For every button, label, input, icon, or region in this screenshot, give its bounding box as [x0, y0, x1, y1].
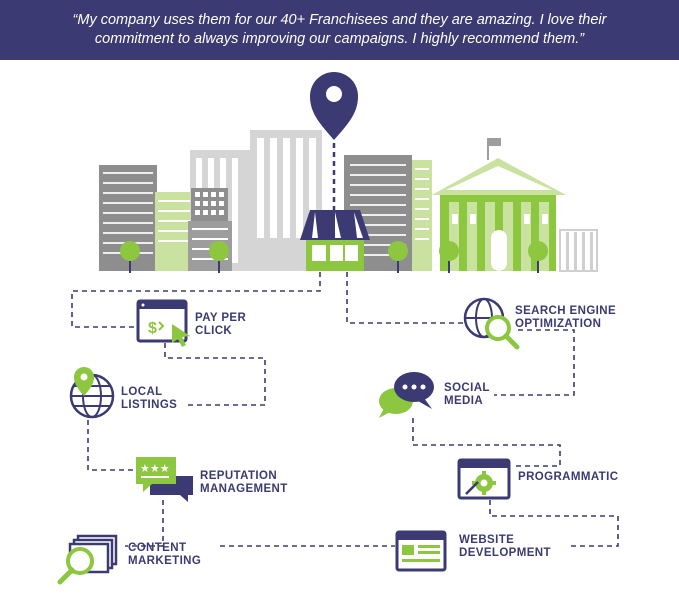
- label-line: LOCAL: [121, 386, 163, 398]
- label-line: OPTIMIZATION: [515, 317, 602, 330]
- connector-lines: [71, 272, 619, 547]
- globe-magnifier-icon: [463, 297, 520, 350]
- label-content-marketing: CONTENT MARKETING: [128, 542, 201, 567]
- review-stars-chat-icon: ★★★: [136, 457, 193, 502]
- testimonial-line-2: commitment to always improving our campa…: [94, 31, 585, 47]
- testimonial-banner: “My company uses them for our 40+ Franch…: [0, 0, 679, 60]
- label-line: MEDIA: [444, 394, 484, 407]
- label-search-engine-optimization: SEARCH ENGINE OPTIMIZATION: [515, 305, 616, 330]
- testimonial-quote: “My company uses them for our 40+ Franch…: [40, 11, 640, 49]
- svg-text:$: $: [148, 320, 157, 337]
- ppc-browser-icon: $: [136, 299, 190, 347]
- label-programmatic: PROGRAMMATIC: [518, 471, 618, 484]
- label-line: PAY PER: [195, 312, 247, 324]
- label-line: LISTINGS: [121, 398, 178, 411]
- label-line: SEARCH ENGINE: [515, 305, 617, 317]
- map-pin-icon: [310, 72, 358, 140]
- documents-magnifier-icon: [57, 534, 118, 585]
- label-reputation-management: REPUTATION MANAGEMENT: [200, 470, 288, 495]
- label-line: MANAGEMENT: [200, 482, 288, 495]
- testimonial-line-1: “My company uses them for our 40+ Franch…: [72, 12, 607, 28]
- label-social-media: SOCIAL MEDIA: [444, 382, 490, 407]
- globe-pin-icon: [69, 367, 115, 419]
- label-pay-per-click: PAY PER CLICK: [195, 312, 246, 337]
- label-website-development: WEBSITE DEVELOPMENT: [459, 534, 551, 559]
- label-line: SOCIAL: [444, 382, 490, 394]
- label-line: CONTENT: [128, 542, 187, 554]
- skyline: [99, 72, 598, 273]
- label-line: REPUTATION: [200, 470, 278, 482]
- label-line: MARKETING: [128, 554, 202, 567]
- label-line: CLICK: [195, 324, 233, 337]
- browser-gear-icon: [457, 458, 511, 500]
- label-line: WEBSITE: [459, 534, 515, 546]
- label-line: DEVELOPMENT: [459, 546, 551, 559]
- chat-bubbles-icon: [379, 372, 434, 418]
- svg-text:★★★: ★★★: [140, 463, 170, 475]
- label-local-listings: LOCAL LISTINGS: [121, 386, 177, 411]
- browser-layout-icon: [395, 530, 447, 572]
- label-line: PROGRAMMATIC: [518, 471, 619, 483]
